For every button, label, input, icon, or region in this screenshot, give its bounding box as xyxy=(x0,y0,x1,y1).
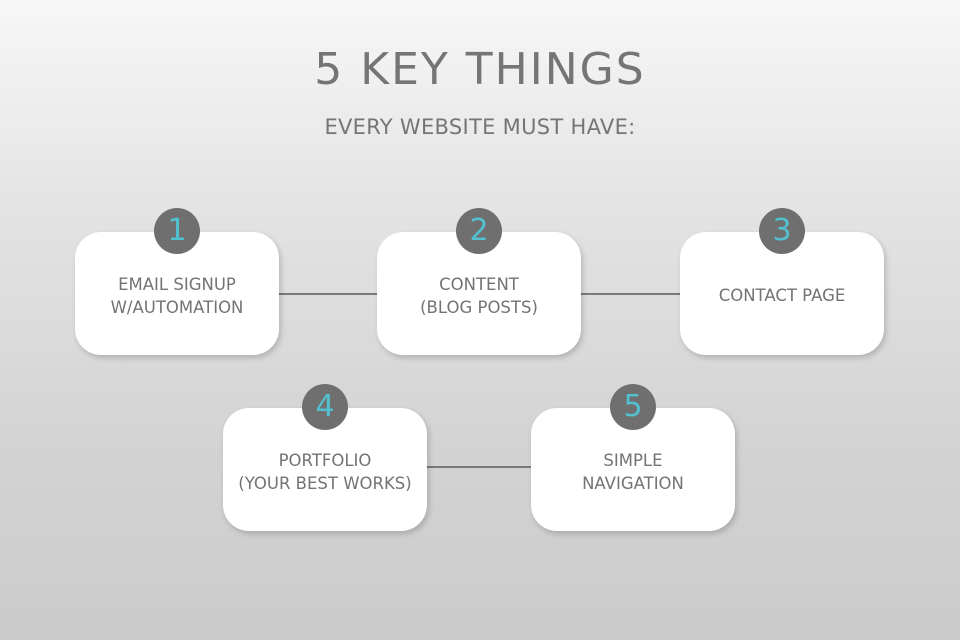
card-contact-page: 3 CONTACT PAGE xyxy=(680,208,884,355)
card-label: PORTFOLIO (YOUR BEST WORKS) xyxy=(238,450,412,493)
card-label: CONTACT PAGE xyxy=(718,286,846,305)
number-badge: 3 xyxy=(759,208,805,254)
number-badge: 2 xyxy=(456,208,502,254)
card-label: CONTENT (BLOG POSTS) xyxy=(420,274,538,317)
number-badge: 5 xyxy=(610,384,656,430)
card-portfolio: 4 PORTFOLIO (YOUR BEST WORKS) xyxy=(223,384,427,531)
card-label: SIMPLE NAVIGATION xyxy=(582,450,684,493)
card-content: 2 CONTENT (BLOG POSTS) xyxy=(377,208,581,355)
number-badge: 1 xyxy=(154,208,200,254)
card-label: EMAIL SIGNUP W/AUTOMATION xyxy=(110,274,244,317)
connector-4-5 xyxy=(427,466,532,468)
title: 5 KEY THINGS xyxy=(314,44,646,95)
card-simple-navigation: 5 SIMPLE NAVIGATION xyxy=(531,384,735,531)
card-email-signup: 1 EMAIL SIGNUP W/AUTOMATION xyxy=(75,208,279,355)
connector-2-3 xyxy=(581,293,681,295)
subtitle: EVERY WEBSITE MUST HAVE: xyxy=(324,115,636,139)
connector-1-2 xyxy=(278,293,378,295)
number-badge: 4 xyxy=(302,384,348,430)
